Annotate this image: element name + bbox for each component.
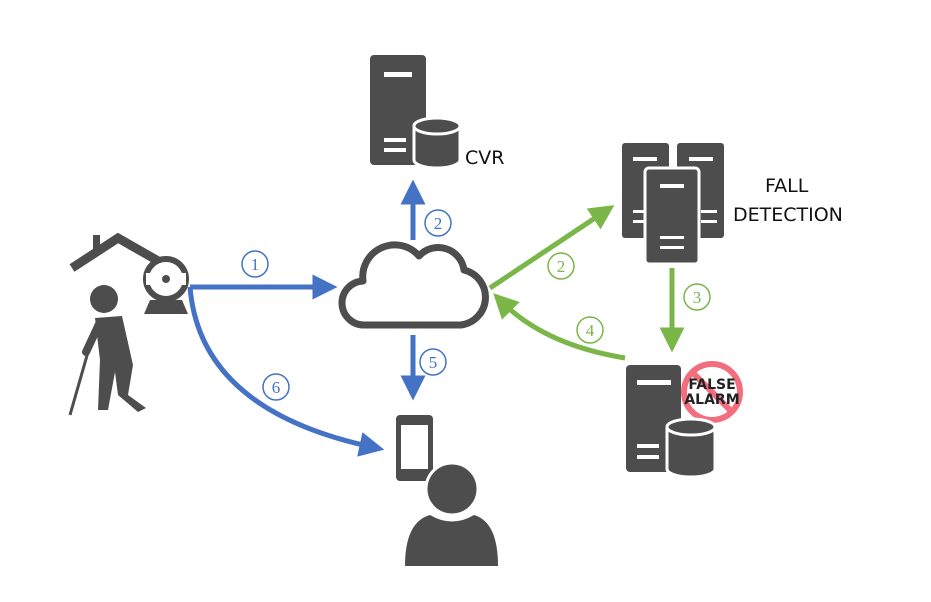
svg-text:2: 2 — [557, 257, 566, 276]
elderly-person-icon — [68, 232, 163, 416]
false-alarm-line2: ALARM — [684, 392, 739, 408]
step-label-2-green: 2 — [547, 252, 575, 280]
step-label-3: 3 — [683, 283, 711, 311]
step-label-2-blue: 2 — [424, 209, 452, 237]
step-label-4: 4 — [576, 316, 604, 344]
arrow-2-green — [488, 205, 615, 291]
false-alarm-line1: FALSE — [688, 377, 735, 393]
arrow-4 — [493, 293, 626, 361]
svg-text:2: 2 — [434, 214, 443, 233]
cvr-label: CVR — [465, 147, 504, 169]
fall-label-line1: FALL — [765, 175, 809, 197]
step-label-5: 5 — [419, 348, 447, 376]
database-icon — [665, 417, 717, 479]
cvr-server-icon — [370, 55, 462, 170]
fall-detection-server-icon — [622, 143, 724, 266]
svg-text:3: 3 — [693, 288, 702, 307]
svg-text:5: 5 — [429, 353, 438, 372]
fall-label-line2: DETECTION — [733, 204, 843, 226]
no-sign-icon — [681, 361, 743, 423]
svg-text:6: 6 — [272, 378, 281, 397]
camera-icon — [143, 256, 189, 314]
svg-text:4: 4 — [586, 321, 595, 340]
arrow-6 — [187, 286, 385, 457]
cloud-icon — [338, 241, 489, 329]
step-label-6: 6 — [262, 373, 290, 401]
step-label-1: 1 — [241, 250, 269, 278]
caregiver-person-icon — [405, 461, 498, 566]
svg-text:1: 1 — [251, 255, 260, 274]
smartphone-icon — [396, 415, 433, 481]
